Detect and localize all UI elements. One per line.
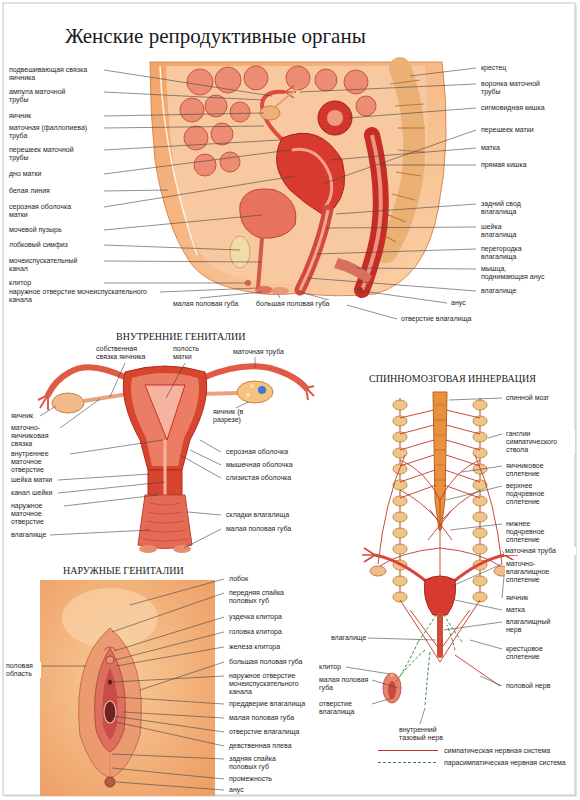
part-label: дно матки [8,170,43,178]
part-label: малая половая губа [318,676,370,692]
part-label: маточно-влагалищное сплетение [505,560,563,584]
part-label: яичник [8,112,32,120]
part-label: мочеиспускательный канал [8,257,94,273]
part-label: лобок [228,575,249,583]
part-label: перешеек маточной трубы [8,146,82,162]
part-label: промежность [228,775,273,783]
part-label: мышца, поднимающая анус [480,265,554,281]
part-label: маточная (фаллопиева) труба [8,124,94,140]
legend-line [378,762,438,763]
legend-line-sample [378,758,438,767]
part-label: головка клитора [228,628,283,636]
part-label: большая половая губа [228,658,303,666]
poster-title: Женские репродуктивные органы [65,24,366,49]
part-label: маточная труба [232,348,285,356]
part-label: железа клитора [228,643,281,651]
part-label: серозная оболочка матки [8,203,82,219]
part-label: влагалищный нерв [505,618,553,634]
part-label: сигмовидная кишка [480,104,546,112]
legend-text: симпатическая нервная система [444,746,550,755]
part-label: канал шейки [10,489,53,497]
part-label: яичник [10,412,34,420]
part-label: подвешивающая связка яичника [8,66,94,82]
part-label: влагалище [480,287,517,295]
part-label: перегородка влагалища [480,245,544,261]
part-label: девственная плева [228,742,293,750]
part-label: маточно-яичниковая связка [10,424,58,448]
part-label: собственная связка яичника [95,345,161,361]
part-label: клитор [8,279,32,287]
part-label: шейка влагалища [480,223,534,239]
part-label: внутреннее маточное отверстие [10,450,68,474]
part-label: отверстие влагалища [228,728,300,736]
part-label: преддверие влагалища [228,700,306,708]
part-label: матка [505,606,526,614]
part-label: матка [480,144,501,152]
part-label: верхнее подчревное сплетение [505,482,553,506]
part-label: слизистая оболочка [225,474,292,482]
part-label: ганглии симпатического ствола [505,430,575,454]
section-heading: СПИННОМОЗГОВАЯ ИННЕРВАЦИЯ [368,373,537,385]
part-label: нижнее подчревное сплетение [505,520,553,544]
part-label: крестец [480,64,507,72]
part-label: внутренний тазовый нерв [398,726,452,742]
section-heading: ВНУТРЕННИЕ ГЕНИТАЛИИ [115,331,246,343]
part-label: клитор [318,663,342,671]
part-label: ампула маточной трубы [8,88,72,104]
part-label: воронка маточной трубы [480,80,552,96]
part-label: задний свод влагалища [480,200,544,216]
legend-text: парасимпатическая нервная система [444,758,566,767]
part-label: малая половая губа [172,300,254,308]
part-label: маточная труба [504,547,576,555]
part-label: мышечная оболочка [225,461,294,469]
part-label: анус [228,786,245,794]
part-label: складки влагалища [225,511,290,519]
part-label: прямая кишка [480,161,528,169]
part-label: перешеек матки [480,126,535,134]
part-label: наружное отверстие мочеиспускательного к… [8,288,160,304]
part-label: отверстие влагалища [400,315,472,323]
part-label: яичник [505,594,529,602]
legend-line [378,750,438,751]
part-label: яичник (в разрезе) [212,408,260,424]
section-heading: НАРУЖНЫЕ ГЕНИТАЛИИ [62,565,185,577]
part-label: мочевой пузырь [8,226,63,234]
part-label: полость матки [172,345,214,361]
part-label: спинной мозг [505,394,550,402]
part-label: анус [450,299,467,307]
legend-line-sample [378,746,438,755]
part-label: уздечка клитора [228,613,283,621]
part-label: половая область [5,662,41,678]
part-label: лобковый симфиз [8,241,69,249]
part-label: влагалище [330,634,367,642]
part-label: малая половая губа [225,525,292,533]
part-label: серозная оболочка [225,448,289,456]
part-label: влагалище [10,531,47,539]
part-label: крестцовое сплетение [505,645,559,661]
part-label: половой нерв [505,682,551,690]
part-label: наружное отверстие мочеиспускательного к… [228,672,318,696]
part-label: шейка матки [10,476,53,484]
part-label: задняя спайка половых губ [228,755,290,771]
part-label: белая линия [8,187,51,195]
part-label: большая половая губа [255,300,347,308]
part-label: отверстие влагалища [318,700,370,716]
part-label: яичниковое сплетение [505,462,559,478]
part-label: передняя спайка половых губ [228,589,300,605]
part-label: малая половая губа [228,714,295,722]
part-label: наружное маточное отверстие [10,502,62,526]
